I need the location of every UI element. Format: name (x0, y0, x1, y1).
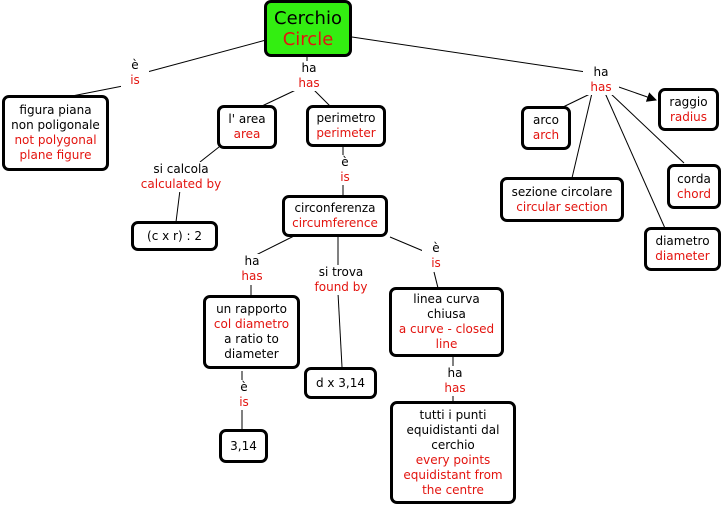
node-label-it: diametro (655, 234, 710, 248)
node-label-en: chord (677, 186, 711, 201)
node-label-en: col diametro (213, 317, 290, 331)
link-label-e-is: è is (422, 241, 450, 271)
link-label-ha-has: ha has (234, 254, 270, 284)
link-label-it: è (240, 380, 248, 394)
node-label-en: Circle (282, 28, 334, 50)
link-label-en: is (431, 256, 441, 270)
node-label-en: area (233, 127, 261, 141)
node-area[interactable]: l' area area (217, 105, 277, 149)
link-label-e-is: è is (331, 155, 359, 185)
node-label-it: circonferenza (294, 201, 376, 215)
node-label-it: un rapporto (216, 302, 287, 316)
node-label-it-2: a ratio to diameter (224, 332, 279, 361)
node-label-it: Cerchio (274, 7, 342, 29)
node-label-en: perimeter (316, 126, 376, 140)
link-label-it: ha (244, 254, 260, 268)
link-label-ha-has: ha has (437, 366, 473, 396)
link-label-en: has (444, 381, 466, 395)
node-label-it: sezione circolare (511, 184, 613, 199)
node-label-it: arco (533, 113, 559, 127)
node-perimetro[interactable]: perimetro perimeter (306, 105, 386, 147)
node-d-x-314[interactable]: d x 3,14 (304, 367, 377, 399)
link-label-it: si trova (318, 265, 364, 279)
node-raggio[interactable]: raggio radius (658, 88, 719, 131)
node-pi[interactable]: 3,14 (219, 429, 268, 463)
link-label-ha-has: ha has (583, 65, 619, 95)
node-label-it: linea curva chiusa (413, 292, 480, 321)
node-diametro[interactable]: diametro diameter (644, 227, 721, 271)
node-label-it: figura piana non poligonale (11, 103, 100, 132)
node-label-en: radius (669, 109, 708, 124)
link-label-en: has (241, 269, 263, 283)
node-label-it: corda (677, 171, 711, 186)
node-arco[interactable]: arco arch (521, 106, 571, 150)
node-label-it: tutti i punti equidistanti dal cerchio (406, 407, 500, 452)
node-formula-area[interactable]: (c x r) : 2 (131, 221, 218, 251)
link-label-it: ha (447, 366, 463, 380)
node-figura-piana[interactable]: figura piana non poligonale not polygona… (2, 95, 109, 171)
link-label-it: è (432, 241, 440, 255)
link-label-it: ha (593, 65, 609, 79)
link-label-en: has (298, 76, 320, 90)
link-label-e-is: è is (230, 380, 258, 410)
node-label-en: not polygonal plane figure (14, 133, 97, 162)
node-label-it: d x 3,14 (315, 375, 366, 390)
link-label-en: is (340, 170, 350, 184)
node-label-en: circular section (516, 199, 608, 214)
node-label-it: l' area (228, 112, 266, 126)
link-label-en: is (239, 395, 249, 409)
link-label-it: è (341, 155, 349, 169)
node-cerchio[interactable]: Cerchio Circle (264, 0, 352, 57)
node-rapporto[interactable]: un rapporto col diametro a ratio to diam… (203, 295, 300, 369)
link-label-it: ha (301, 61, 317, 75)
link-label-si-calcola: si calcola calculated by (134, 162, 228, 192)
link-label-en: is (130, 73, 140, 87)
node-label-en: every points equidistant from the centre (403, 452, 503, 497)
node-label-en: circumference (292, 216, 378, 230)
node-corda[interactable]: corda chord (667, 164, 721, 209)
link-label-ha-has: ha has (292, 61, 326, 91)
node-label-en: arch (532, 128, 560, 142)
link-label-en: found by (314, 280, 368, 294)
node-label-en: a curve - closed line (398, 322, 495, 351)
node-circonferenza[interactable]: circonferenza circumference (282, 195, 388, 237)
link-label-si-trova: si trova found by (307, 265, 375, 295)
node-label-it: raggio (669, 94, 708, 109)
node-label-it: (c x r) : 2 (147, 228, 202, 243)
node-sezione-circolare[interactable]: sezione circolare circular section (500, 177, 624, 222)
link-label-it: è (131, 58, 139, 72)
link-label-it: si calcola (153, 162, 209, 176)
node-label-it: perimetro (316, 111, 376, 125)
node-label-en: diameter (655, 249, 710, 263)
node-punti-equidistanti[interactable]: tutti i punti equidistanti dal cerchio e… (390, 401, 516, 504)
link-label-en: calculated by (140, 177, 222, 191)
link-label-e-is: è is (121, 58, 149, 88)
node-label-it: 3,14 (230, 438, 257, 453)
node-linea-curva[interactable]: linea curva chiusa a curve - closed line (389, 287, 504, 357)
link-label-en: has (590, 80, 612, 94)
